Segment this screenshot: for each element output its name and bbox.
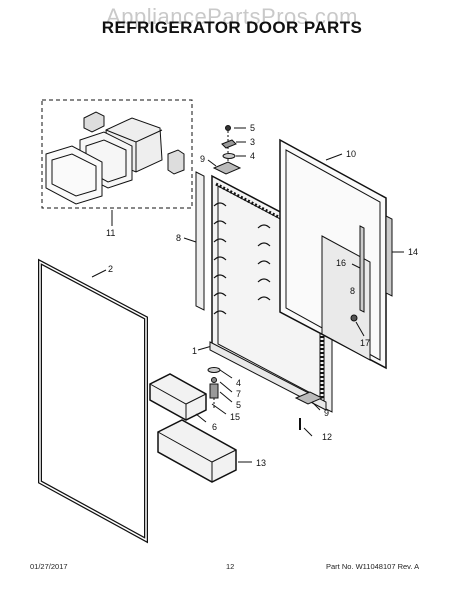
page-title: REFRIGERATOR DOOR PARTS bbox=[101, 18, 363, 37]
bushing-7 bbox=[211, 377, 217, 383]
callout-4a: 4 bbox=[250, 151, 255, 161]
cap-9-top bbox=[212, 161, 242, 175]
leader-5b bbox=[219, 391, 233, 403]
rib bbox=[257, 278, 271, 283]
rib bbox=[257, 260, 271, 265]
leader-8a bbox=[183, 237, 197, 243]
panel-inner bbox=[285, 149, 381, 361]
leader-7 bbox=[219, 381, 233, 393]
trim-left bbox=[195, 171, 205, 311]
callout-11: 11 bbox=[106, 228, 115, 238]
callout-4b: 4 bbox=[236, 378, 241, 388]
rib bbox=[213, 274, 227, 279]
callout-8b: 8 bbox=[350, 286, 355, 296]
shelf-small-body bbox=[149, 373, 207, 421]
handle-14 bbox=[385, 215, 393, 297]
rib bbox=[213, 256, 227, 261]
rib bbox=[213, 310, 227, 315]
shelf-large-body bbox=[157, 419, 237, 483]
gasket-outer bbox=[38, 258, 148, 544]
trim-bottom bbox=[209, 341, 327, 411]
bin-assembly-group bbox=[41, 99, 193, 226]
bottom-hinge-parts bbox=[207, 367, 324, 437]
leader-10 bbox=[325, 153, 343, 161]
bin-clip-top bbox=[83, 111, 105, 133]
strip-16 bbox=[359, 225, 365, 313]
callout-9a: 9 bbox=[200, 154, 205, 164]
callout-13: 13 bbox=[256, 458, 266, 468]
leader-16 bbox=[351, 263, 361, 269]
washer-4-bottom bbox=[207, 367, 221, 373]
callout-16: 16 bbox=[336, 258, 346, 268]
leader-17 bbox=[355, 321, 365, 337]
rib bbox=[257, 242, 271, 247]
rib bbox=[213, 292, 227, 297]
door-gasket bbox=[38, 258, 148, 544]
outer-door-panel bbox=[279, 138, 404, 370]
callout-14: 14 bbox=[408, 247, 418, 257]
screw-5-top bbox=[225, 125, 231, 131]
leader-15 bbox=[211, 403, 227, 415]
door-shelf-large bbox=[157, 419, 252, 483]
callout-9b: 9 bbox=[324, 408, 329, 418]
pin-5-bottom bbox=[209, 383, 219, 399]
callout-12: 12 bbox=[322, 432, 332, 442]
door-shelf-small bbox=[149, 373, 207, 423]
rib bbox=[213, 220, 227, 225]
top-hinge-parts bbox=[207, 125, 246, 175]
callout-17: 17 bbox=[360, 338, 370, 348]
callout-10: 10 bbox=[346, 149, 356, 159]
gasket-inner-line bbox=[39, 260, 147, 542]
footer-part-number: Part No. W11048107 Rev. A bbox=[326, 562, 420, 571]
footer-page: 12 bbox=[226, 562, 235, 571]
leader-9a bbox=[207, 159, 217, 167]
callout-6: 6 bbox=[212, 422, 217, 432]
callout-5a: 5 bbox=[250, 123, 255, 133]
leader-6 bbox=[195, 413, 207, 423]
leader-2 bbox=[91, 269, 107, 278]
screw-17 bbox=[350, 314, 358, 322]
callout-8a: 8 bbox=[176, 233, 181, 243]
footer-date: 01/27/2017 bbox=[30, 562, 68, 571]
cap-9-bottom bbox=[294, 391, 324, 405]
dashed-outline bbox=[41, 99, 193, 209]
bin-front-panel bbox=[45, 145, 103, 205]
rib bbox=[257, 296, 271, 301]
rib bbox=[257, 224, 271, 229]
watermark: AppliancePartsPros.com bbox=[106, 4, 358, 29]
rib bbox=[213, 202, 227, 207]
hinge-bracket-3 bbox=[221, 139, 237, 149]
leader-12 bbox=[303, 427, 313, 437]
leader-4b bbox=[219, 369, 233, 379]
rib bbox=[213, 238, 227, 243]
callout-5b: 5 bbox=[236, 400, 241, 410]
bin-front-inner bbox=[51, 153, 97, 197]
callout-1: 1 bbox=[192, 346, 197, 356]
callout-3: 3 bbox=[250, 137, 255, 147]
callout-15: 15 bbox=[230, 412, 240, 422]
leader-9b bbox=[311, 401, 321, 411]
callout-2: 2 bbox=[108, 264, 113, 274]
callout-7: 7 bbox=[236, 389, 241, 399]
washer-4-top bbox=[222, 153, 236, 159]
bin-clip-right bbox=[167, 149, 185, 175]
